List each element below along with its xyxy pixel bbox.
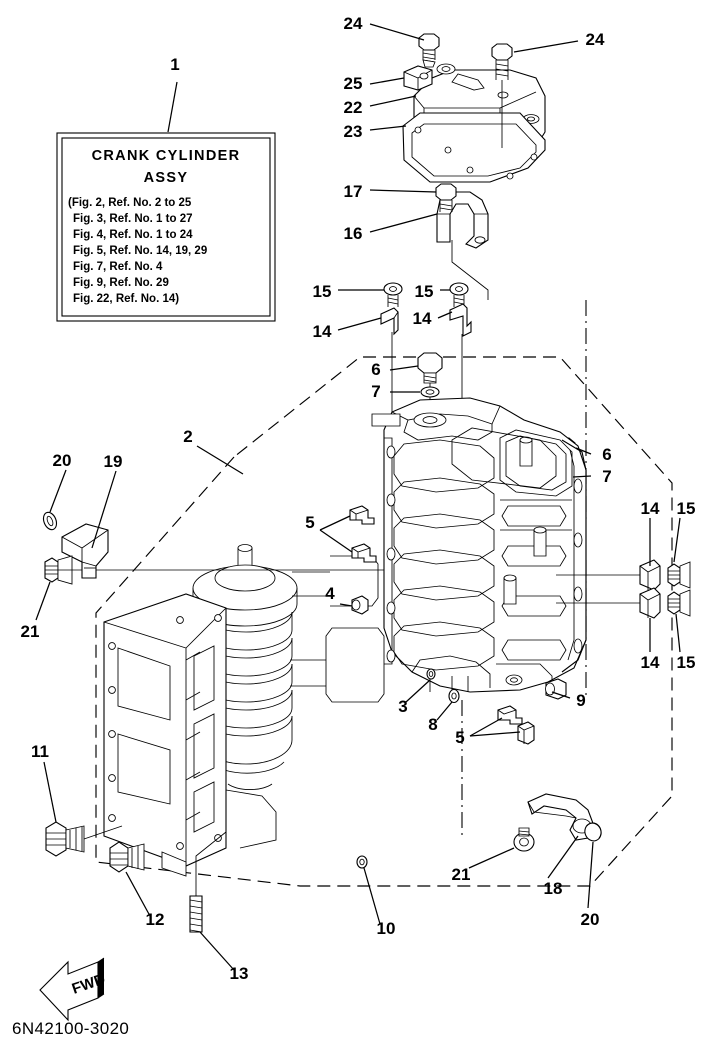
legend-ref-1: Fig. 3, Ref. No. 1 to 27 — [73, 213, 193, 225]
part-15-bolt-right-upper — [667, 561, 691, 589]
part-4-plug — [351, 595, 369, 615]
part-14-clip-right-upper — [639, 559, 661, 591]
callout-5-a: 5 — [305, 513, 314, 532]
part-10-dowel-pin — [356, 855, 368, 869]
callout-12: 12 — [146, 910, 165, 929]
callout-4: 4 — [325, 584, 335, 603]
callout-25: 25 — [344, 74, 363, 93]
callout-15-c: 15 — [677, 499, 696, 518]
callout-14-b: 14 — [413, 309, 432, 328]
callout-24-a: 24 — [344, 14, 363, 33]
callout-15-a: 15 — [313, 282, 332, 301]
part-21-bolt-left — [44, 555, 82, 585]
callout-11: 11 — [31, 742, 49, 761]
callout-14-a: 14 — [313, 322, 332, 341]
part-20-grommet-left — [42, 511, 58, 531]
exhaust-cover-group — [402, 63, 546, 183]
callout-16: 16 — [344, 224, 363, 243]
part-5-fitting-mid — [351, 543, 377, 563]
legend-title: CRANK CYLINDER — [92, 148, 241, 164]
ignition-coil-phantom — [290, 555, 385, 703]
fwd-arrow-icon: FWD — [39, 957, 108, 1022]
callout-7-b: 7 — [602, 467, 611, 486]
callout-2: 2 — [183, 427, 192, 446]
part-14-clip-right-lower — [639, 587, 661, 619]
callout-6-b: 6 — [602, 445, 611, 464]
callout-10: 10 — [377, 919, 396, 938]
callout-19: 19 — [104, 452, 123, 471]
part-12-bolt — [109, 841, 145, 873]
callout-13: 13 — [230, 964, 249, 983]
callout-18: 18 — [544, 879, 563, 898]
legend-box: CRANK CYLINDER ASSY (Fig. 2, Ref. No. 2 … — [56, 132, 276, 322]
callout-23: 23 — [344, 122, 363, 141]
part-20-grommet-lower — [584, 822, 602, 842]
callout-24-b: 24 — [586, 30, 605, 49]
callout-6-a: 6 — [371, 360, 380, 379]
part-8-dowel — [448, 688, 460, 704]
part-21-bolt-lower — [513, 827, 535, 852]
callout-8: 8 — [428, 715, 437, 734]
reference-lines-right — [556, 574, 640, 604]
callout-22: 22 — [344, 98, 363, 117]
legend-ref-0: (Fig. 2, Ref. No. 2 to 25 — [68, 197, 192, 209]
legend-ref-3: Fig. 5, Ref. No. 14, 19, 29 — [73, 245, 207, 257]
part-15-bolt-upper-right — [449, 282, 469, 307]
callout-labels: 1 2 3 4 5 5 6 6 7 7 8 9 10 11 12 13 14 1… — [21, 14, 696, 983]
callout-17: 17 — [344, 182, 363, 201]
part-3-dowel-pin — [426, 668, 436, 680]
part-13-stud-bolt — [189, 831, 227, 933]
part-24-bolt-left — [418, 33, 440, 68]
callout-15-d: 15 — [677, 653, 696, 672]
part-6-bolt-upper — [417, 352, 443, 420]
callout-15-b: 15 — [415, 282, 434, 301]
part-15-bolt-upper-left — [383, 282, 403, 307]
callout-20-a: 20 — [53, 451, 72, 470]
cylinder-block — [371, 397, 587, 693]
callout-21-b: 21 — [452, 865, 471, 884]
callout-9: 9 — [576, 691, 585, 710]
callout-14-c: 14 — [641, 499, 660, 518]
part-7-washer-upper — [420, 386, 440, 398]
part-number: 6N42100-3020 — [12, 1019, 129, 1038]
part-9-plug — [545, 678, 567, 700]
callout-7-a: 7 — [371, 382, 380, 401]
callout-20-b: 20 — [581, 910, 600, 929]
assembly-phantom-boundary — [95, 356, 673, 887]
callout-1: 1 — [170, 55, 179, 74]
legend-ref-5: Fig. 9, Ref. No. 29 — [73, 277, 169, 289]
part-5-fitting-lower-a — [497, 705, 523, 725]
part-25-clamp-bracket — [403, 65, 433, 91]
callout-14-d: 14 — [641, 653, 660, 672]
part-5-fitting-lower-b — [517, 721, 535, 745]
crankcase-phantom — [103, 544, 298, 877]
callout-3: 3 — [398, 697, 407, 716]
legend-ref-6: Fig. 22, Ref. No. 14) — [73, 293, 179, 305]
part-17-bolt — [435, 183, 457, 212]
legend-subtitle: ASSY — [144, 170, 189, 186]
part-11-long-bolt — [45, 821, 123, 857]
callout-21-a: 21 — [21, 622, 40, 641]
part-5-fitting-upper — [349, 505, 375, 525]
part-14-clip-upper-left — [380, 307, 399, 418]
callout-5-b: 5 — [455, 728, 464, 747]
part-15-bolt-right-lower — [667, 589, 691, 617]
legend-ref-4: Fig. 7, Ref. No. 4 — [73, 261, 163, 273]
part-24-bolt-right — [491, 43, 513, 148]
leader-lines — [35, 23, 681, 971]
legend-ref-2: Fig. 4, Ref. No. 1 to 24 — [73, 229, 193, 241]
